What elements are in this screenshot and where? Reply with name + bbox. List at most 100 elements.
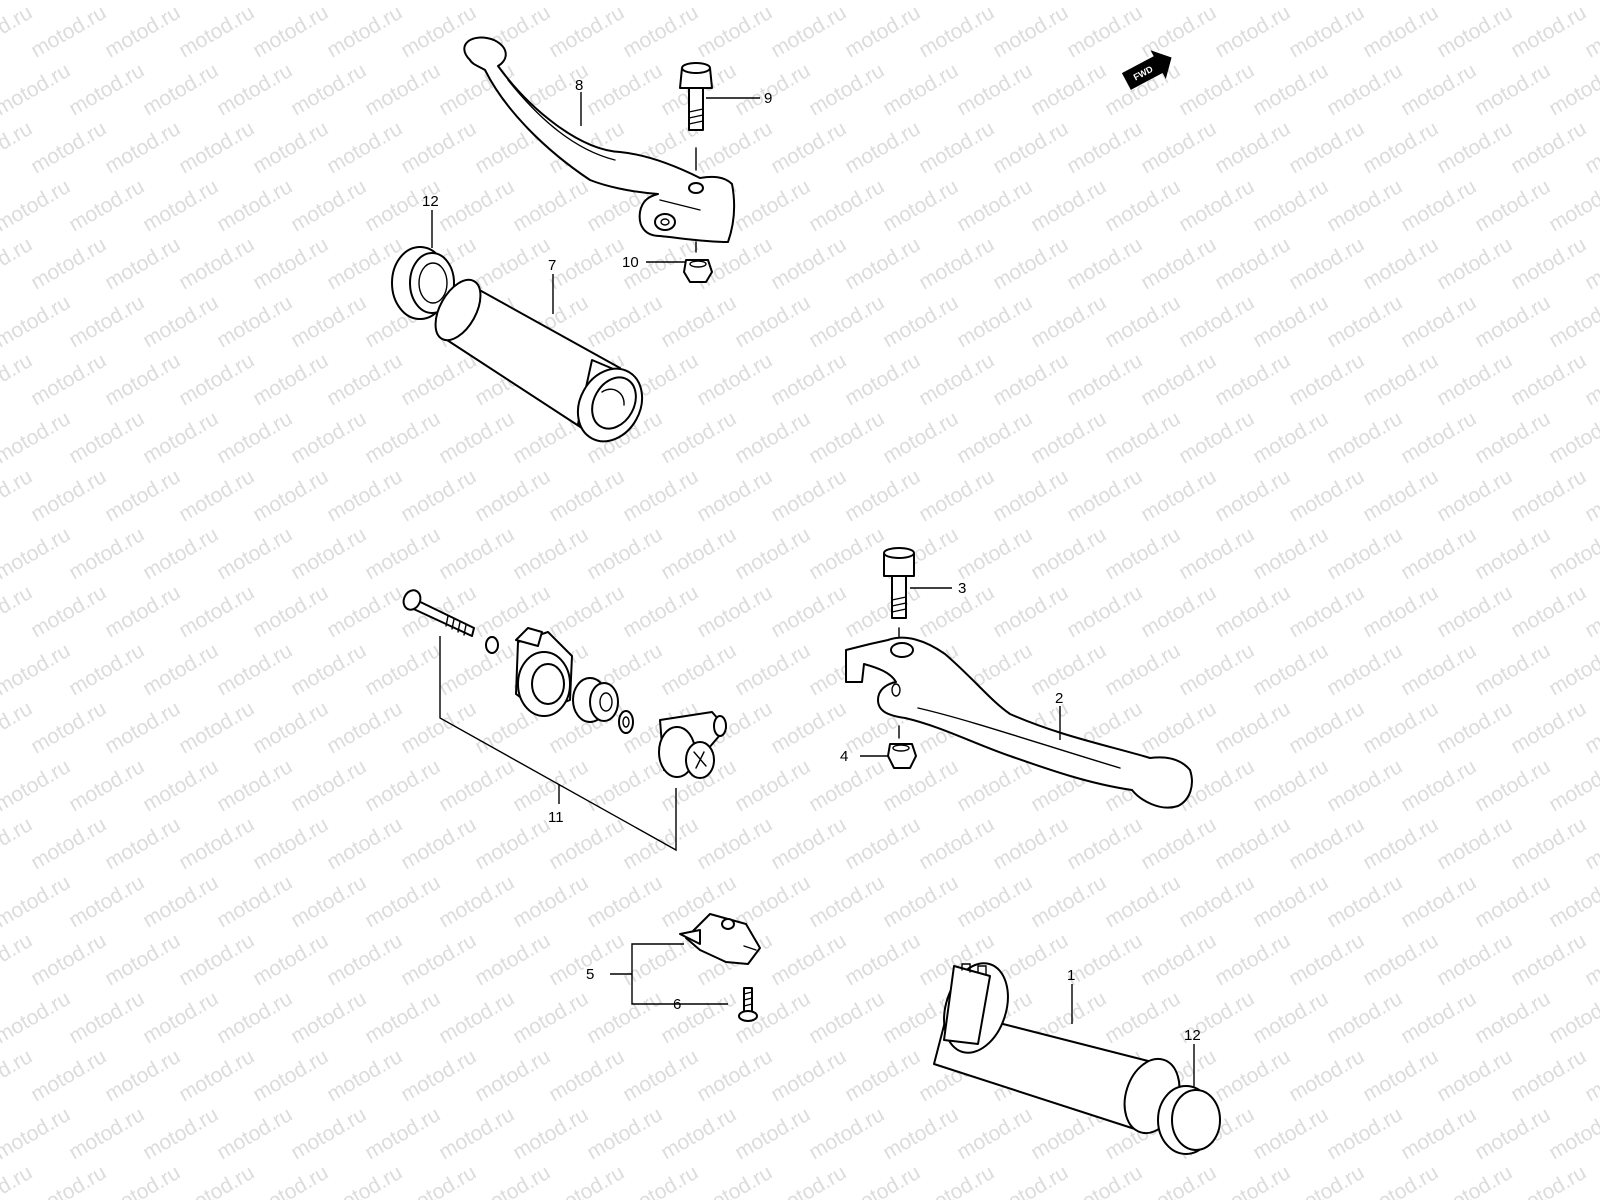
watermark-text: motod.ru [213,175,296,236]
watermark-text: motod.ru [1137,813,1220,874]
watermark-text: motod.ru [1137,581,1220,642]
watermark-text: motod.ru [805,987,888,1048]
watermark-text: motod.ru [213,407,296,468]
lever-lower [845,636,1193,809]
watermark-text: motod.ru [1507,697,1590,758]
watermark-text: motod.ru [1507,581,1590,642]
watermark-text: motod.ru [27,1161,110,1200]
watermark-text: motod.ru [65,291,148,352]
watermark-text: motod.ru [1027,407,1110,468]
watermark-text: motod.ru [1211,929,1294,990]
watermark-text: motod.ru [619,1161,702,1200]
watermark-text: motod.ru [767,349,850,410]
watermark-text: motod.ru [175,697,258,758]
watermark-text: motod.ru [323,581,406,642]
watermark-text: motod.ru [1397,755,1480,816]
watermark-text: motod.ru [1545,871,1600,932]
watermark-text: motod.ru [841,117,924,178]
watermark-text: motod.ru [767,1045,850,1106]
watermark-text: motod.ru [139,1103,222,1164]
watermark-text: motod.ru [1249,1103,1332,1164]
watermark-text: motod.ru [583,523,666,584]
watermark-text: motod.ru [1175,523,1258,584]
watermark-text: motod.ru [27,117,110,178]
watermark-text: motod.ru [767,1,850,62]
bolt-upper [679,62,713,171]
watermark-text: motod.ru [657,639,740,700]
watermark-text: motod.ru [1545,639,1600,700]
watermark-text: motod.ru [1507,465,1590,526]
watermark-text: motod.ru [879,59,962,120]
watermark-text: motod.ru [545,581,628,642]
watermark-text: motod.ru [805,523,888,584]
watermark-text: motod.ru [139,0,222,4]
watermark-text: motod.ru [1137,697,1220,758]
watermark-text: motod.ru [0,929,36,990]
watermark-text: motod.ru [1285,1045,1368,1106]
throttle-grip [933,962,1181,1135]
watermark-text: motod.ru [0,581,36,642]
watermark-text: motod.ru [323,117,406,178]
watermark-text: motod.ru [27,1045,110,1106]
watermark-text: motod.ru [1027,59,1110,120]
watermark-text: motod.ru [1359,1161,1442,1200]
watermark-text: motod.ru [731,175,814,236]
watermark-text: motod.ru [693,813,776,874]
watermark-text: motod.ru [249,465,332,526]
watermark-text: motod.ru [1433,1161,1516,1200]
watermark-text: motod.ru [175,465,258,526]
watermark-text: motod.ru [731,407,814,468]
watermark-text: motod.ru [767,813,850,874]
watermark-text: motod.ru [139,175,222,236]
watermark-text: motod.ru [361,987,444,1048]
watermark-text: motod.ru [1211,697,1294,758]
watermark-text: motod.ru [583,871,666,932]
watermark-text: motod.ru [1359,465,1442,526]
watermark-text: motod.ru [805,291,888,352]
watermark-text: motod.ru [287,755,370,816]
watermark-text: motod.ru [1397,987,1480,1048]
watermark-text: motod.ru [657,407,740,468]
watermark-text: motod.ru [27,813,110,874]
watermark-text: motod.ru [1211,813,1294,874]
watermark-text: motod.ru [175,813,258,874]
forward-arrow-icon: FWD [1121,50,1172,90]
watermark-text: motod.ru [213,291,296,352]
watermark-text: motod.ru [1249,407,1332,468]
watermark-text: motod.ru [361,639,444,700]
watermark-text: motod.ru [175,233,258,294]
watermark-text: motod.ru [361,755,444,816]
watermark-text: motod.ru [1137,233,1220,294]
watermark-text: motod.ru [323,1045,406,1106]
watermark-text: motod.ru [1211,233,1294,294]
watermark-text: motod.ru [1101,291,1184,352]
watermark-text: motod.ru [1397,871,1480,932]
watermark-text: motod.ru [435,407,518,468]
watermark-text: motod.ru [1027,639,1110,700]
watermark-text: motod.ru [1249,0,1332,4]
watermark-text: motod.ru [287,0,370,4]
watermark-text: motod.ru [1397,175,1480,236]
watermark-text: motod.ru [1471,523,1554,584]
watermark-text: motod.ru [1063,1161,1146,1200]
watermark-text: motod.ru [323,813,406,874]
callout-4: 4 [840,748,848,765]
watermark-text: motod.ru [65,0,148,4]
watermark-text: motod.ru [397,1045,480,1106]
callout-3: 3 [958,580,966,597]
watermark-text: motod.ru [0,1161,36,1200]
watermark-text: motod.ru [101,1045,184,1106]
watermark-text: motod.ru [1359,349,1442,410]
watermark-text: motod.ru [435,523,518,584]
watermark-text: motod.ru [619,1045,702,1106]
watermark-text: motod.ru [915,465,998,526]
watermark-text: motod.ru [65,871,148,932]
watermark-text: motod.ru [101,697,184,758]
watermark-text: motod.ru [1507,233,1590,294]
watermark-text: motod.ru [1545,523,1600,584]
watermark-text: motod.ru [175,929,258,990]
watermark-text: motod.ru [175,1161,258,1200]
watermark-text: motod.ru [1359,1,1442,62]
watermark-text: motod.ru [989,813,1072,874]
